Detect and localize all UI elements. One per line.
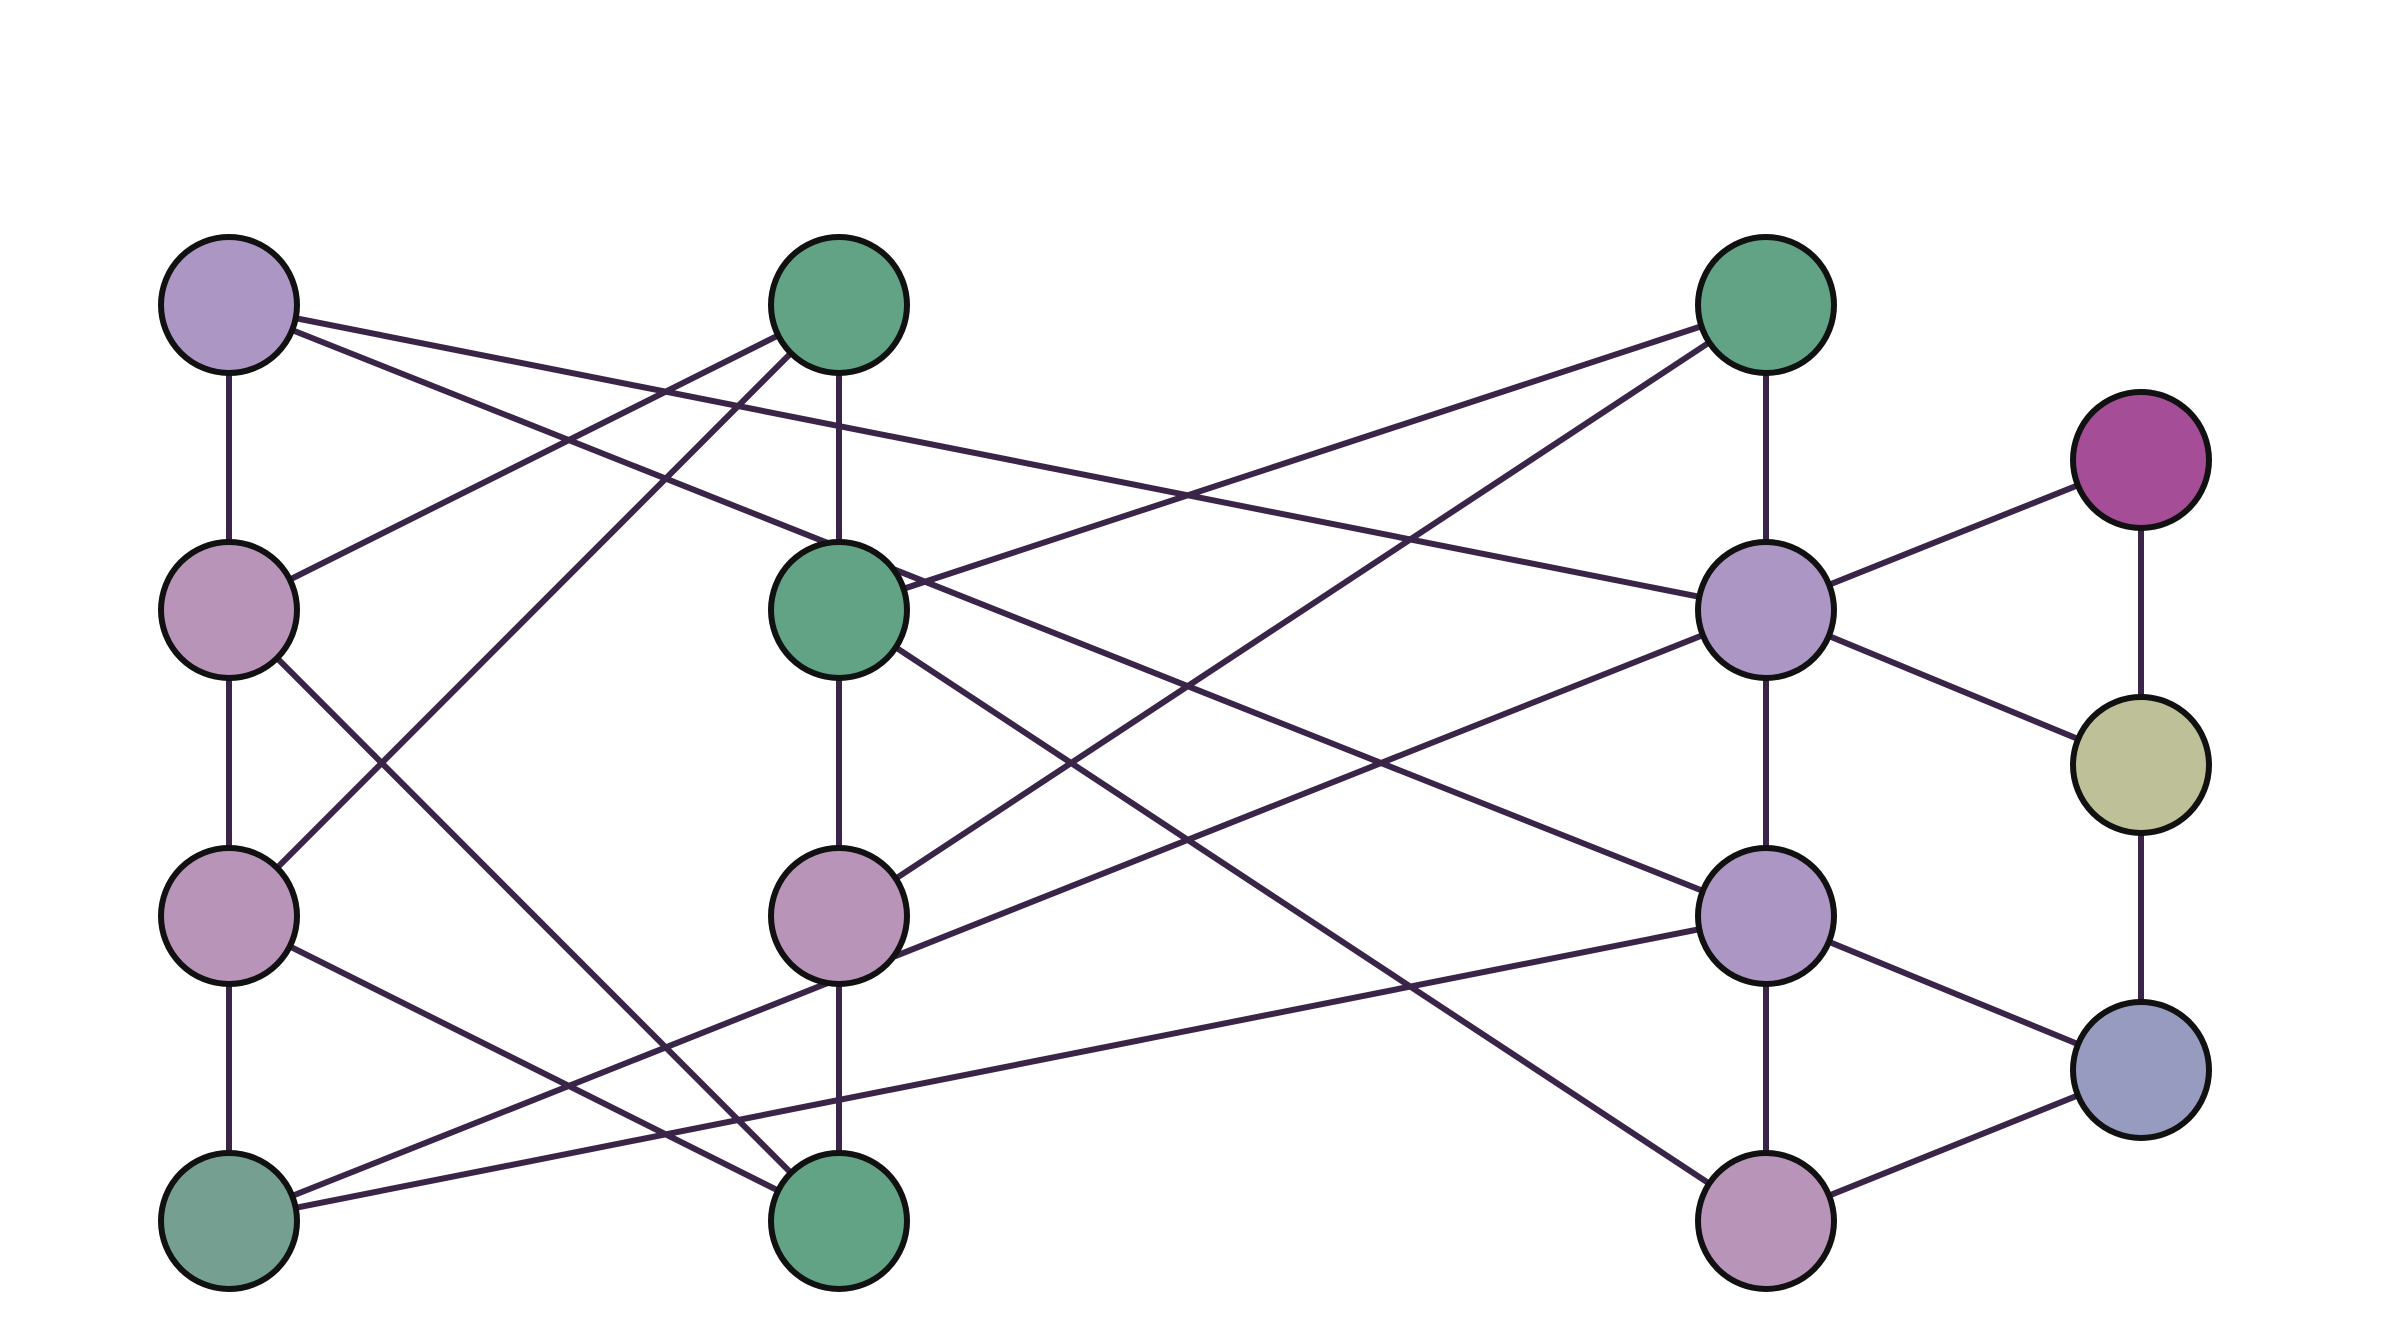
edge-layer <box>226 302 2144 1224</box>
edge-a4-c2 <box>226 607 1769 1224</box>
node-layer <box>158 234 2212 1292</box>
node-b2 <box>768 539 910 681</box>
node-d3 <box>2070 999 2212 1141</box>
node-b1 <box>768 234 910 376</box>
edge-b2-c4 <box>836 607 1769 1224</box>
edge-a1-c2 <box>226 302 1769 613</box>
node-c1 <box>1695 234 1837 376</box>
edge-a3-b4 <box>226 913 842 1224</box>
node-d1 <box>2070 389 2212 531</box>
edge-a2-b1 <box>226 302 842 613</box>
edge-a3-b1 <box>226 302 842 919</box>
node-c2 <box>1695 539 1837 681</box>
node-a1 <box>158 234 300 376</box>
node-b3 <box>768 845 910 987</box>
node-a2 <box>158 539 300 681</box>
edge-a1-c3 <box>226 302 1769 919</box>
edge-b3-c1 <box>836 302 1769 919</box>
node-a4 <box>158 1150 300 1292</box>
edge-b2-c1 <box>836 302 1769 613</box>
node-c3 <box>1695 845 1837 987</box>
edge-a2-b4 <box>226 607 842 1224</box>
node-b4 <box>768 1150 910 1292</box>
node-a3 <box>158 845 300 987</box>
edge-a4-c3 <box>226 913 1769 1224</box>
node-d2 <box>2070 694 2212 836</box>
node-c4 <box>1695 1150 1837 1292</box>
